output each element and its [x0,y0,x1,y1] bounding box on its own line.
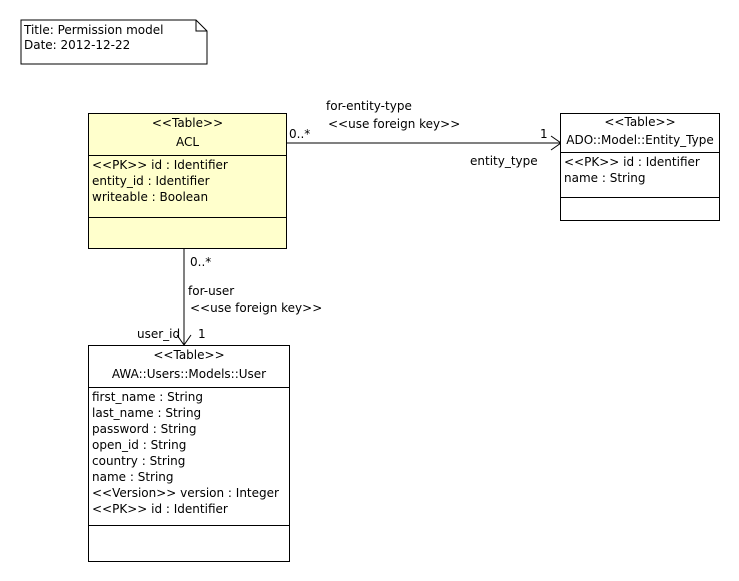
class-attribute: open_id : String [92,438,187,452]
class-acl-name: ACL [175,135,200,149]
class-user-header: <<Table>> AWA::Users::Models::User [89,346,289,388]
association-name-user: for-user [188,284,235,298]
multiplicity-acl-user-source: 0..* [190,255,212,269]
note-fold [195,20,207,32]
association-name-entity-type: for-entity-type [326,99,412,113]
class-entity-type-stereotype: <<Table>> [604,115,676,129]
note-text: Title: Permission model Date: 2012-12-22 [24,23,163,53]
class-user-name: AWA::Users::Models::User [111,367,267,381]
multiplicity-acl-entity-type-target: 1 [540,127,548,141]
class-attribute: <<Version>> version : Integer [92,486,279,500]
class-user-stereotype: <<Table>> [153,348,225,362]
class-attribute: <<PK>> id : Identifier [92,502,228,516]
class-attribute: first_name : String [92,390,203,404]
class-user-operations [89,526,289,561]
class-user[interactable]: <<Table>> AWA::Users::Models::User first… [88,345,290,562]
class-entity-type-attributes: <<PK>> id : Identifier name : String [561,153,719,198]
class-entity-type-header: <<Table>> ADO::Model::Entity_Type [561,114,719,153]
multiplicity-acl-user-target: 1 [198,327,206,341]
class-attribute: writeable : Boolean [92,190,209,204]
role-user-id: user_id [137,327,181,341]
class-attribute: country : String [92,454,186,468]
class-acl[interactable]: <<Table>> ACL <<PK>> id : Identifier ent… [88,113,287,249]
class-entity-type-operations [561,198,719,220]
diagram-note: Title: Permission model Date: 2012-12-22 [21,20,207,64]
class-attribute: <<PK>> id : Identifier [564,155,700,169]
note-date: Date: 2012-12-22 [24,38,131,52]
class-attribute: last_name : String [92,406,202,420]
class-attribute: entity_id : Identifier [92,174,210,188]
class-entity-type[interactable]: <<Table>> ADO::Model::Entity_Type <<PK>>… [560,113,720,221]
class-attribute: <<PK>> id : Identifier [92,158,228,172]
note-shape [20,19,208,65]
class-acl-stereotype: <<Table>> [151,116,224,130]
role-entity-type: entity_type [470,154,538,168]
class-attribute: name : String [564,171,646,185]
class-entity-type-name: ADO::Model::Entity_Type [566,133,714,147]
class-user-attributes: first_name : String last_name : String p… [89,388,289,526]
class-acl-operations [89,218,286,248]
class-attribute: name : String [92,470,174,484]
association-stereotype-user: <<use foreign key>> [190,301,323,315]
class-acl-header: <<Table>> ACL [89,114,286,156]
class-attribute: password : String [92,422,197,436]
class-acl-attributes: <<PK>> id : Identifier entity_id : Ident… [89,156,286,218]
multiplicity-acl-entity-type-source: 0..* [289,127,311,141]
association-stereotype-entity-type: <<use foreign key>> [328,117,461,131]
note-title: Title: Permission model [24,23,164,37]
